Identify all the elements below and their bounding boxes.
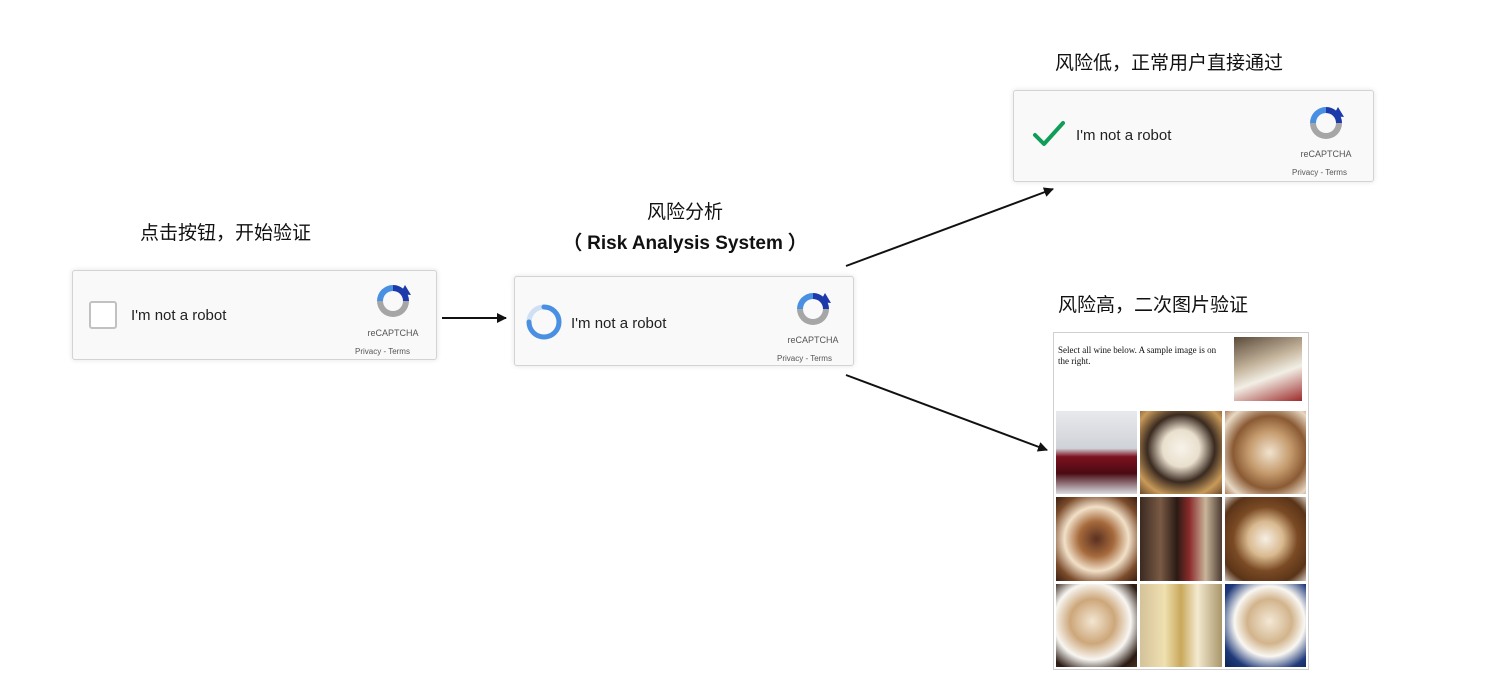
challenge-tile-wine-bottles[interactable] [1140,497,1222,581]
challenge-instruction: Select all wine below. A sample image is… [1058,345,1217,366]
step-analysis-subtitle: （ Risk Analysis System ） [562,233,808,254]
recaptcha-widget-verified: I'm not a robot reCAPTCHA Privacy - Term… [1013,90,1374,182]
robot-checkbox[interactable] [89,301,117,329]
checkbox-label: I'm not a robot [1076,127,1172,144]
step-analysis-title: 风险分析 [646,201,723,223]
step-click-label: 点击按钮，开始验证 [140,222,312,244]
step-analysis-label: 风险分析 （ Risk Analysis System ） [540,196,830,260]
challenge-tile-beer-glass[interactable] [1140,583,1222,667]
recaptcha-legal-links[interactable]: Privacy - Terms [355,347,410,356]
checkmark-icon [1033,121,1065,146]
challenge-tile-coffee-cup[interactable] [1140,411,1222,495]
step-low-risk-label: 风险低，正常用户直接通过 [1055,52,1284,74]
loading-spinner-icon [526,304,562,340]
recaptcha-legal-links[interactable]: Privacy - Terms [777,354,832,363]
image-challenge: Select all wine below. A sample image is… [1053,332,1309,670]
recaptcha-widget-analyzing: I'm not a robot reCAPTCHA Privacy - Term… [514,276,854,366]
recaptcha-widget-unchecked: I'm not a robot reCAPTCHA Privacy - Term… [72,270,437,360]
challenge-tile-heart-latte[interactable] [1056,497,1138,581]
challenge-tile-latte[interactable] [1224,411,1306,495]
challenge-tile-grid [1056,411,1306,667]
recaptcha-brand: reCAPTCHA [787,335,839,345]
recaptcha-logo-icon [377,285,411,317]
recaptcha-logo-icon [1310,107,1344,139]
sample-image [1234,337,1302,401]
step-high-risk-label: 风险高，二次图片验证 [1058,294,1249,316]
challenge-tile-wine-glass[interactable] [1056,411,1138,495]
challenge-tile-latte-blue-cup[interactable] [1224,583,1306,667]
checkbox-label: I'm not a robot [131,307,227,324]
challenge-tile-latte-art[interactable] [1224,497,1306,581]
arrow-analysis-to-high-risk [845,374,1048,452]
recaptcha-logo-icon [797,293,831,325]
challenge-tile-cappuccino[interactable] [1056,583,1138,667]
recaptcha-brand: reCAPTCHA [1300,149,1352,159]
recaptcha-legal-links[interactable]: Privacy - Terms [1292,168,1347,177]
arrow-analysis-to-low-risk [845,187,1054,267]
recaptcha-brand: reCAPTCHA [367,328,419,338]
checkbox-label: I'm not a robot [571,315,667,332]
